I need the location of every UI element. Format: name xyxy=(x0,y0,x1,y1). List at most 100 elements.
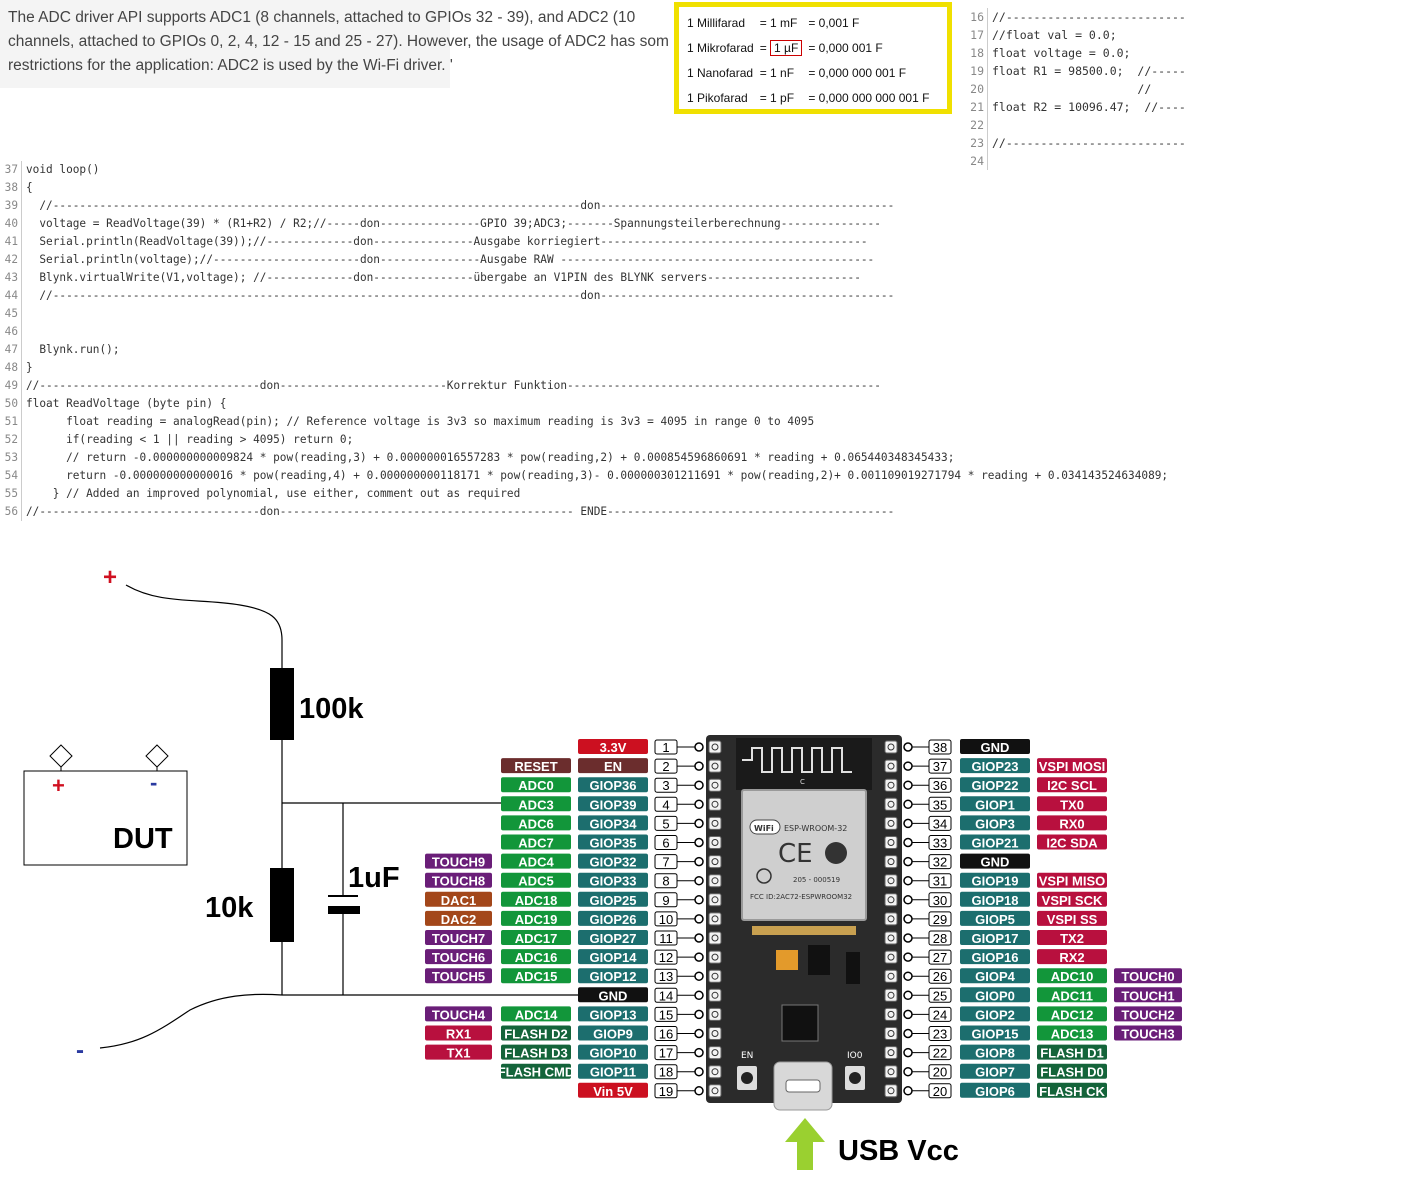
pin-number-box xyxy=(928,777,952,793)
pin-alt-label: ADC0 xyxy=(501,777,571,793)
pin-dot xyxy=(694,875,704,886)
unit-short: = 1 pF xyxy=(759,90,795,105)
pin-dot xyxy=(903,895,913,905)
pin-number-box xyxy=(928,911,952,927)
pin-dot xyxy=(903,990,913,1001)
pin-alt-label: FLASH CK xyxy=(1037,1082,1107,1099)
line-number: 16 xyxy=(968,8,988,26)
pin-alt-label-bg xyxy=(1037,758,1107,774)
pin-gpio-label-bg xyxy=(960,949,1030,965)
line-number: 51 xyxy=(2,413,22,431)
line-number: 44 xyxy=(2,287,22,305)
pin-gpio-label: GIOP8 xyxy=(960,1044,1030,1061)
pin-func-label-text: DAC2 xyxy=(441,912,476,927)
unit-short-highlight: 1 µF xyxy=(770,39,803,56)
pin-gpio-label: GIOP39 xyxy=(578,796,648,812)
line-number: 53 xyxy=(2,449,22,467)
pin-number: 17 xyxy=(659,1046,673,1061)
pin-alt-label-bg xyxy=(1037,1082,1107,1098)
pin-alt-label: I2C SCL xyxy=(1037,777,1107,793)
code-line: 43 Blynk.virtualWrite(V1,voltage); //---… xyxy=(2,269,1168,287)
module-castellation xyxy=(752,926,856,935)
pin-func-label-text: TOUCH8 xyxy=(432,874,485,889)
tantalum-capacitor xyxy=(776,950,798,970)
header-pad xyxy=(884,759,898,773)
pin-gpio-label-bg xyxy=(960,891,1030,907)
pin-alt-label: ADC17 xyxy=(501,930,571,946)
pin-func-label-bg xyxy=(425,891,492,907)
code-text: float R2 = 10096.47; //---- xyxy=(992,100,1186,114)
pin-alt-label: VSPI SCK xyxy=(1037,891,1107,908)
pin-number: 11 xyxy=(659,931,673,946)
pin-number-box xyxy=(654,1026,678,1041)
code-text: float reading = analogRead(pin); // Refe… xyxy=(26,415,815,428)
unit-row: 1 Millifarad = 1 mF = 0,001 F xyxy=(684,10,932,35)
pin-alt-label-text: ADC15 xyxy=(515,969,558,984)
line-number: 18 xyxy=(968,44,988,62)
intro-paragraph: The ADC driver API supports ADC1 (8 chan… xyxy=(8,6,698,78)
pin-number-box xyxy=(654,739,678,755)
pin-alt-label: VSPI MOSI xyxy=(1037,758,1107,774)
pin-alt-label-bg xyxy=(1037,1044,1107,1060)
esp32-antenna-area xyxy=(736,738,872,790)
code-line: 49//---------------------------------don… xyxy=(2,377,1168,395)
pin-dot xyxy=(903,818,913,829)
pin-number-box xyxy=(654,1064,678,1080)
pin-gpio-label-bg xyxy=(960,1082,1030,1098)
pin-number: 24 xyxy=(933,1007,947,1022)
pin-gpio-label-bg xyxy=(578,872,648,888)
pin-alt-label-bg xyxy=(501,910,571,926)
header-pad xyxy=(884,816,898,830)
pin-number-box xyxy=(928,930,952,946)
pin-gpio-label-text: GIOP27 xyxy=(590,931,637,946)
pin-gpio-label-text: GIOP13 xyxy=(590,1007,637,1022)
header-hole xyxy=(711,915,719,923)
pin-number: 28 xyxy=(933,931,947,946)
code-text: //---------------------------------don--… xyxy=(26,379,881,392)
pin-alt-label-text: ADC12 xyxy=(1051,1007,1094,1022)
header-pad xyxy=(708,740,722,754)
header-hole xyxy=(711,896,719,904)
pin-gpio-label-text: GIOP3 xyxy=(975,816,1015,831)
pin-left[interactable]: 13.3V xyxy=(578,739,722,755)
pin-dot xyxy=(694,856,704,867)
